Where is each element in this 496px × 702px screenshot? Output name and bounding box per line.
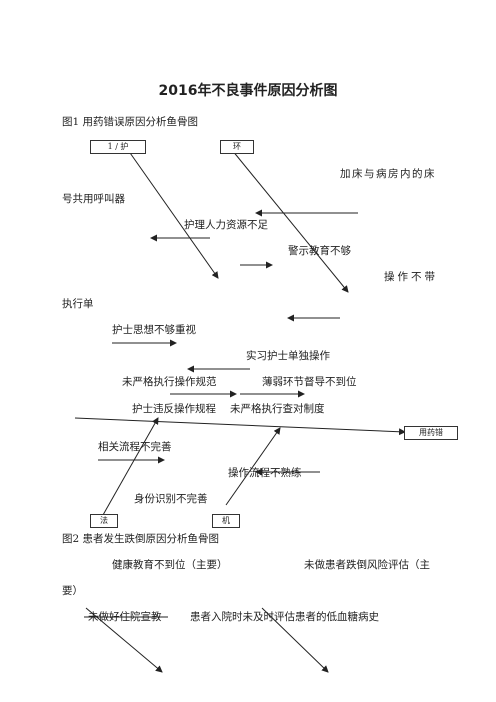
bone-environment bbox=[231, 149, 349, 293]
cause-label: 未严格执行操作规范 bbox=[122, 376, 217, 388]
cause-label: 未做好住院宣教 bbox=[88, 611, 162, 623]
cause-label: 护理人力资源不足 bbox=[184, 219, 268, 231]
cause-label: 执行单 bbox=[62, 298, 94, 310]
page-title: 2016年不良事件原因分析图 bbox=[158, 83, 338, 99]
cause-label: 身份识别不完善 bbox=[134, 493, 208, 505]
cause-label: 护士违反操作规程 bbox=[132, 403, 216, 415]
category-box-environment: 环 bbox=[220, 140, 254, 154]
bone-machine bbox=[225, 427, 281, 506]
cause-label: 要） bbox=[62, 585, 83, 597]
cause-label: 薄弱环节督导不到位 bbox=[262, 376, 357, 388]
cause-label: 相关流程不完善 bbox=[98, 441, 172, 453]
cause-label: 操作流程不熟练 bbox=[228, 467, 302, 479]
category-box-people: 1 / 护 bbox=[90, 140, 146, 154]
bone-method bbox=[102, 417, 159, 516]
category-box-machine: 机 bbox=[212, 514, 240, 528]
cause-label: 号共用呼叫器 bbox=[62, 193, 125, 205]
cause-label: 护士思想不够重视 bbox=[112, 324, 196, 336]
category-box-method: 法 bbox=[90, 514, 118, 528]
fish-head-box: 用药错 bbox=[404, 426, 458, 440]
cause-label: 未做患者跌倒风险评估（主 bbox=[304, 559, 430, 571]
spine-line bbox=[74, 417, 406, 436]
bone-people bbox=[127, 149, 219, 279]
figure1-caption: 图1 用药错误原因分析鱼骨图 bbox=[62, 116, 199, 128]
figure2-caption: 图2 患者发生跌倒原因分析鱼骨图 bbox=[62, 533, 220, 545]
cause-label: 患者入院时未及时评估患者的低血糖病史 bbox=[190, 611, 379, 623]
cause-label: 未严格执行查对制度 bbox=[230, 403, 325, 415]
cause-label: 操作不带 bbox=[384, 271, 438, 283]
cause-label: 警示教育不够 bbox=[288, 245, 351, 257]
cause-label: 加床与病房内的床 bbox=[340, 168, 436, 180]
cause-label: 健康教育不到位（主要） bbox=[112, 559, 228, 571]
cause-label: 实习护士单独操作 bbox=[246, 350, 330, 362]
